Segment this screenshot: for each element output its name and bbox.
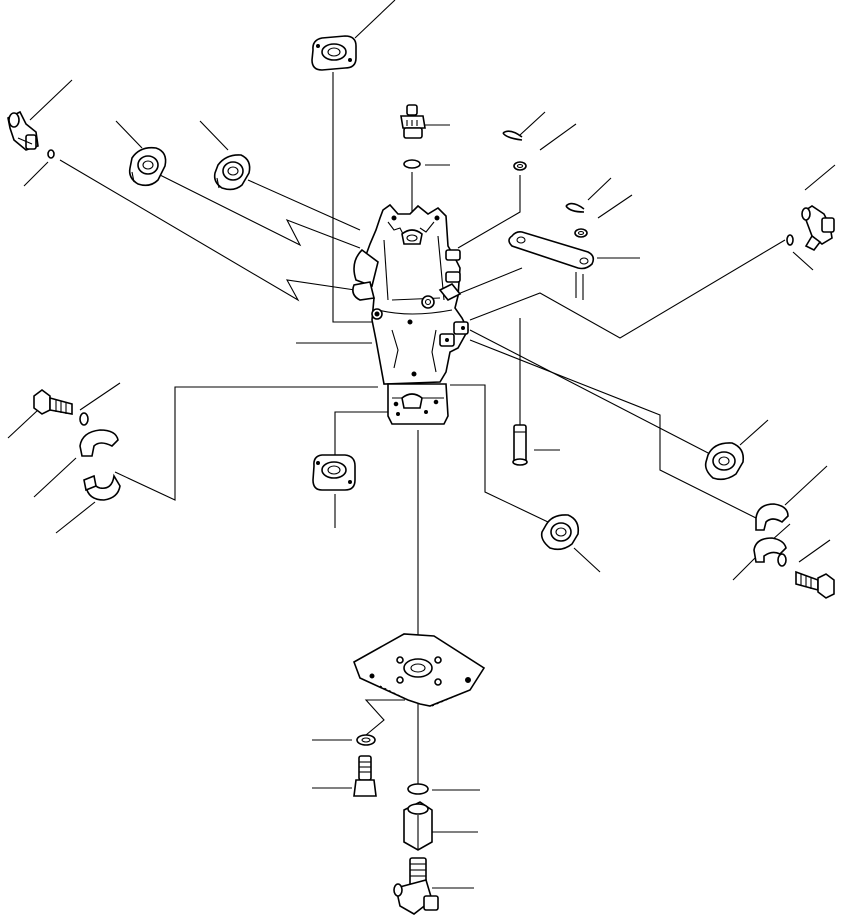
left-flange-inner [213, 154, 251, 191]
lower-center-flange [312, 454, 356, 491]
cotter-pins [502, 130, 588, 238]
right-flange [704, 442, 745, 481]
right-cap-screw [795, 570, 835, 599]
right-tee-fitting [786, 205, 835, 252]
left-elbow-fitting [7, 110, 55, 159]
right-split-clamps [753, 503, 789, 567]
link-plate [508, 231, 595, 300]
leader-lines [7, 0, 836, 889]
valve-body-assembly [352, 203, 469, 425]
o-ring-top [403, 159, 421, 169]
o-ring-right [786, 234, 794, 246]
split-clamp-halves [79, 429, 121, 501]
mounting-bracket-plate [353, 633, 486, 707]
bottom-tee-fitting [393, 857, 439, 915]
o-rings [356, 734, 429, 795]
top-plug-fitting [400, 104, 426, 169]
washer-right [777, 553, 787, 567]
center-bolt [512, 424, 528, 466]
top-flange [311, 35, 357, 71]
lower-cap-screw [353, 755, 377, 797]
right-lower-flange [540, 514, 580, 551]
coupling-nut [403, 801, 433, 851]
o-ring-left [47, 149, 55, 159]
washer-left [79, 412, 89, 426]
left-flange-outer [128, 146, 167, 187]
cap-screws [33, 389, 89, 426]
